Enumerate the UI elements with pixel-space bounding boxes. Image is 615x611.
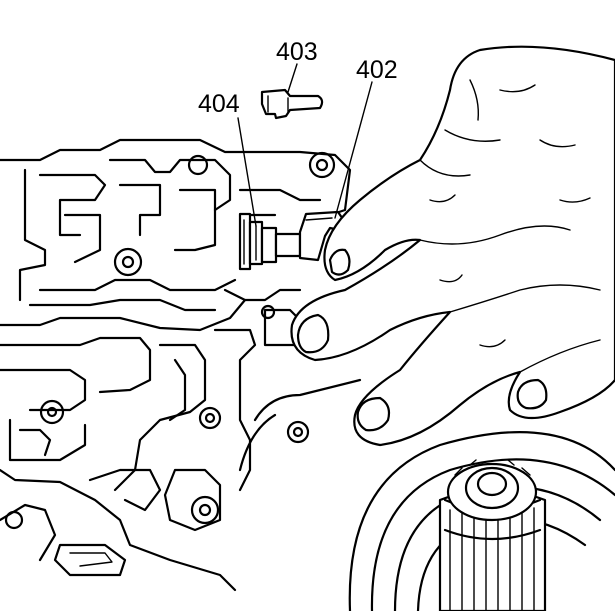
clip-403 xyxy=(260,88,324,120)
callout-403: 403 xyxy=(276,38,318,66)
callout-404: 404 xyxy=(198,90,240,118)
hand xyxy=(290,45,615,447)
leader-404 xyxy=(237,117,257,227)
leader-lines xyxy=(237,63,373,227)
callout-402: 402 xyxy=(356,56,398,84)
leader-402 xyxy=(334,81,373,219)
leader-403 xyxy=(287,63,298,93)
valve-body xyxy=(0,138,352,592)
case-bore-and-shaft xyxy=(238,378,615,611)
